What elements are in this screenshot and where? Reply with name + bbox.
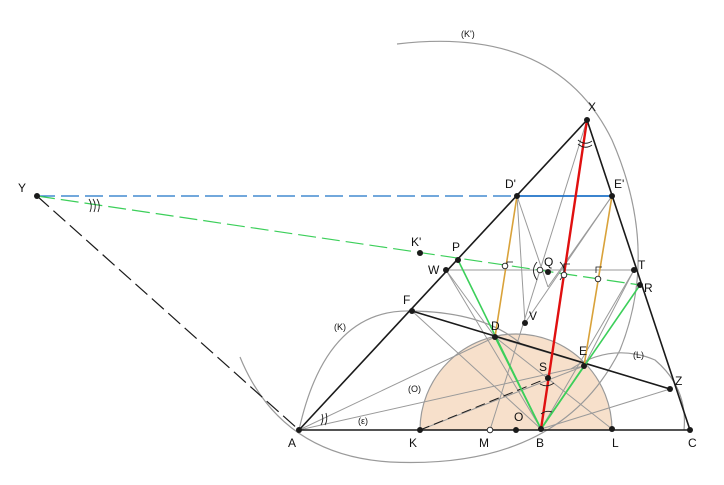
label-w: W [428, 263, 440, 277]
label-k: K [409, 436, 417, 450]
label-ep: E' [614, 177, 624, 191]
point-w [443, 267, 449, 273]
label-l: L [612, 436, 619, 450]
point-o [513, 427, 519, 433]
label-t: T [638, 258, 646, 272]
point-s [545, 375, 551, 381]
point-z [667, 386, 673, 392]
point-p [455, 257, 461, 263]
label-o: O [514, 410, 523, 424]
label-c: C [688, 436, 697, 450]
dashed-line-s [419, 377, 549, 431]
label-y: Y [18, 181, 26, 195]
point-q [545, 269, 551, 275]
label-circle-k: (K) [334, 322, 346, 332]
angle-marks [88, 139, 593, 426]
label-circle-o: (O) [408, 384, 421, 394]
circle-kp-arc [239, 40, 639, 464]
point-r [637, 282, 643, 288]
point-f [409, 308, 415, 314]
dashed-line-ya [36, 195, 300, 431]
solid-points [34, 117, 693, 433]
label-circle-l: (L) [633, 350, 644, 360]
label-b: B [536, 436, 544, 450]
point-x [584, 117, 590, 123]
point-a [296, 427, 302, 433]
point-k [417, 427, 423, 433]
point-labels: A B C K L M O D E F P W Q T R V S Z X Y … [18, 100, 697, 450]
label-v: V [529, 309, 537, 323]
point-c [687, 427, 693, 433]
point-dp [514, 193, 520, 199]
label-p: P [452, 240, 460, 254]
point-d [492, 334, 498, 340]
point-v [522, 320, 528, 326]
label-a: A [288, 436, 296, 450]
label-f: F [403, 293, 410, 307]
label-circle-kp: (K') [461, 29, 475, 39]
point-kp [417, 250, 423, 256]
triangle-axc [298, 119, 691, 431]
label-s: S [539, 360, 547, 374]
label-d: D [491, 319, 500, 333]
label-kp: K' [411, 235, 421, 249]
hollow-points [486, 262, 602, 434]
label-q: Q [544, 255, 553, 269]
label-e: E [579, 344, 587, 358]
circle-l-arc [570, 352, 686, 431]
label-r: R [644, 281, 653, 295]
point-b [538, 426, 544, 432]
point-y [34, 193, 40, 199]
green-lines [457, 259, 641, 430]
label-m: M [479, 436, 489, 450]
circle-labels: (K) (K') (L) (O) (ε) [334, 29, 644, 426]
label-z: Z [675, 374, 682, 388]
point-t [631, 267, 637, 273]
point-e [581, 363, 587, 369]
label-eps: (ε) [358, 416, 368, 426]
label-x: X [588, 100, 596, 114]
point-ep [609, 193, 615, 199]
point-l [609, 426, 615, 432]
label-dp: D' [505, 177, 516, 191]
